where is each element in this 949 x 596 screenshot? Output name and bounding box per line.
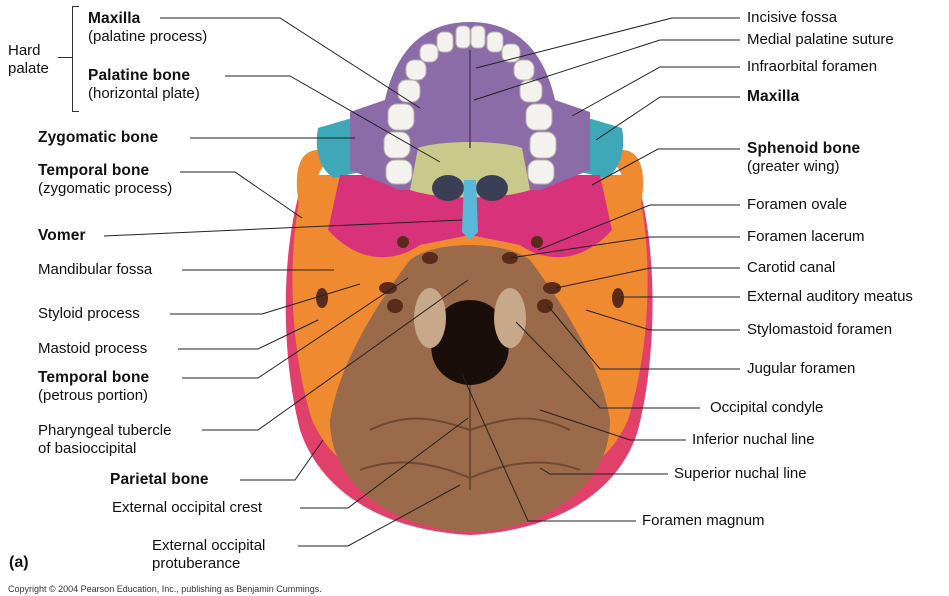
label-temporal-pet-sub: (petrous portion)	[38, 387, 149, 404]
zygomatic-bone-left	[316, 118, 360, 178]
label-sphenoid-sub: (greater wing)	[747, 158, 840, 175]
label-jugular-foramen: Jugular foramen	[747, 360, 856, 377]
leader-lines	[103, 17, 740, 547]
label-sphenoid-bone: Sphenoid bone (greater wing)	[747, 140, 860, 176]
vomer-shape	[462, 180, 478, 240]
label-mastoid-process: Mastoid process	[38, 340, 148, 357]
label-pharyngeal-2: of basioccipital	[38, 440, 137, 457]
label-medial-palatine-suture: Medial palatine suture	[747, 31, 894, 48]
occipital-condyle-right	[494, 288, 526, 348]
label-temporal-petrous: Temporal bone (petrous portion)	[38, 369, 149, 405]
label-superior-nuchal-line: Superior nuchal line	[674, 465, 807, 482]
choana-left	[432, 175, 464, 201]
occipital-condyle-left	[414, 288, 446, 348]
teeth	[383, 25, 557, 185]
label-infraorbital-foramen: Infraorbital foramen	[747, 58, 878, 75]
temporal-zygomatic-arch-right	[610, 150, 644, 215]
label-temporal-zyg-sub: (zygomatic process)	[38, 180, 173, 197]
hard-palate-bracket	[72, 6, 79, 112]
label-maxilla-sub: (palatine process)	[88, 28, 208, 45]
label-external-occipital-crest: External occipital crest	[112, 499, 263, 516]
label-foramen-lacerum: Foramen lacerum	[747, 228, 865, 245]
label-maxilla-palatine-process: Maxilla (palatine process)	[88, 10, 207, 46]
hard-palate-tick	[58, 57, 73, 58]
zygomatic-bone-right	[580, 118, 624, 178]
label-maxilla-title: Maxilla	[88, 10, 141, 27]
label-palatine-sub: (horizontal plate)	[88, 85, 200, 102]
label-sphenoid-title: Sphenoid bone	[747, 140, 861, 157]
copyright-notice: Copyright © 2004 Pearson Education, Inc.…	[8, 584, 322, 594]
label-eop-1: External occipital	[152, 537, 266, 554]
label-temporal-zygomatic: Temporal bone (zygomatic process)	[38, 162, 172, 198]
label-external-occipital-protuberance: External occipital protuberance	[152, 537, 265, 573]
choana-right	[476, 175, 508, 201]
foramen-magnum-shape	[431, 300, 509, 385]
label-carotid-canal: Carotid canal	[747, 259, 836, 276]
label-palatine-title: Palatine bone	[88, 67, 191, 84]
label-pharyngeal-tubercle: Pharyngeal tubercle of basioccipital	[38, 422, 171, 458]
label-styloid-process: Styloid process	[38, 305, 140, 322]
label-maxilla-right: Maxilla	[747, 88, 800, 105]
hard-palate-label: Hard palate	[8, 42, 49, 77]
label-pharyngeal-1: Pharyngeal tubercle	[38, 422, 172, 439]
label-mandibular-fossa: Mandibular fossa	[38, 261, 153, 278]
label-temporal-zyg-title: Temporal bone	[38, 162, 150, 179]
label-temporal-pet-title: Temporal bone	[38, 369, 150, 386]
label-external-auditory-meatus: External auditory meatus	[747, 288, 913, 305]
label-eop-2: protuberance	[152, 555, 241, 572]
label-incisive-fossa: Incisive fossa	[747, 9, 838, 26]
label-zygomatic-bone: Zygomatic bone	[38, 129, 159, 146]
label-stylomastoid-foramen: Stylomastoid foramen	[747, 321, 893, 338]
figure-tag: (a)	[9, 554, 29, 571]
label-inferior-nuchal-line: Inferior nuchal line	[692, 431, 815, 448]
temporal-zygomatic-arch-left	[296, 150, 330, 215]
label-parietal-bone: Parietal bone	[110, 471, 209, 488]
label-palatine-bone: Palatine bone (horizontal plate)	[88, 67, 200, 103]
label-occipital-condyle: Occipital condyle	[710, 399, 824, 416]
label-foramen-ovale: Foramen ovale	[747, 196, 848, 213]
label-foramen-magnum: Foramen magnum	[642, 512, 765, 529]
label-vomer: Vomer	[38, 227, 86, 244]
skull-drawing	[285, 22, 653, 535]
